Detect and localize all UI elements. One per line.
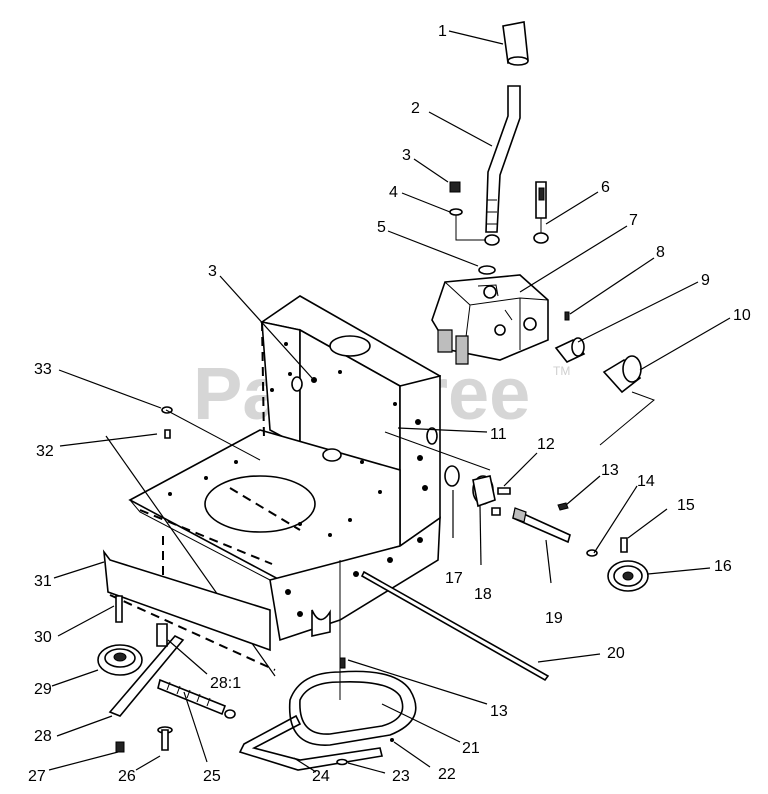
part-belt [238, 670, 417, 771]
callout-8: 8 [656, 244, 665, 261]
callout-21: 21 [462, 740, 480, 757]
callout-3: 3 [402, 147, 411, 164]
part-fasteners-left [161, 406, 261, 461]
callout-25: 25 [203, 768, 221, 785]
part-sleeve [599, 355, 655, 446]
callout-1: 1 [438, 23, 447, 40]
callout-18: 18 [474, 586, 492, 603]
part-control-rod [360, 570, 550, 682]
callout-26: 26 [118, 768, 136, 785]
callout-labels: 1 2 3 4 5 6 7 8 9 10 3 33 11 12 13 14 15… [28, 23, 751, 785]
callout-14: 14 [637, 473, 655, 490]
callout-10: 10 [733, 307, 751, 324]
callout-11: 11 [490, 426, 507, 443]
part-bushing [156, 623, 168, 647]
part-grip [502, 21, 529, 66]
part-pin [564, 311, 570, 321]
callout-19: 19 [545, 610, 563, 627]
part-key-lower [339, 657, 346, 669]
callout-15: 15 [677, 497, 695, 514]
callout-32: 32 [36, 443, 54, 460]
part-spring [157, 678, 236, 719]
leader-lines [48, 30, 731, 774]
part-bolt-left [115, 595, 123, 623]
callout-31: 31 [34, 573, 52, 590]
part-washer-screw [586, 537, 628, 557]
part-frame [128, 295, 442, 642]
part-transaxle [431, 274, 549, 365]
callout-28-1: 28:1 [210, 675, 241, 692]
callout-7: 7 [629, 212, 638, 229]
callout-29: 29 [34, 681, 52, 698]
callout-24: 24 [312, 768, 330, 785]
part-idler-arm [108, 635, 185, 717]
part-nut-top [449, 181, 486, 241]
part-pulley-right [607, 560, 649, 592]
callout-16: 16 [714, 558, 732, 575]
part-bracket-plate [102, 549, 271, 652]
callout-12: 12 [537, 436, 555, 453]
callout-22: 22 [438, 766, 456, 783]
callout-28: 28 [34, 728, 52, 745]
part-shaft [512, 507, 571, 544]
part-pivot-pin [157, 726, 173, 751]
part-coupler [554, 337, 586, 363]
callout-17: 17 [445, 570, 463, 587]
callout-9: 9 [701, 272, 710, 289]
callout-3b: 3 [208, 263, 217, 280]
part-shift-lever [484, 85, 521, 246]
callout-30: 30 [34, 629, 52, 646]
part-washer [478, 265, 496, 275]
part-bearing-group [384, 431, 511, 516]
part-small-washer [336, 758, 348, 766]
callout-13b: 13 [490, 703, 508, 720]
part-switch [533, 181, 549, 244]
part-nut-bottom [115, 741, 125, 753]
part-small-screw [390, 738, 394, 742]
callout-27: 27 [28, 768, 46, 785]
callout-23: 23 [392, 768, 410, 785]
callout-13: 13 [601, 462, 619, 479]
callout-5: 5 [377, 219, 386, 236]
part-key [557, 502, 569, 511]
callout-6: 6 [601, 179, 610, 196]
watermark-tm: TM [553, 364, 570, 378]
callout-4: 4 [389, 184, 398, 201]
callout-20: 20 [607, 645, 625, 662]
callout-33: 33 [34, 361, 52, 378]
callout-2: 2 [411, 100, 420, 117]
part-pulley-left [97, 644, 143, 676]
